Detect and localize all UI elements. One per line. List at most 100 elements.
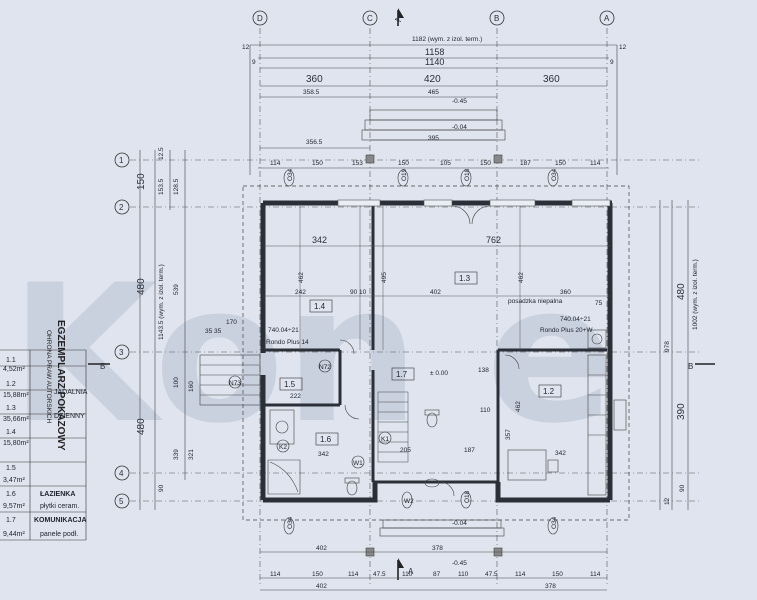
- radiator-spec-4: Rondo Plus 14: [266, 339, 309, 346]
- row-axis-bubbles: 1 2 3 4 5: [114, 152, 130, 509]
- axis-label-3: 3: [119, 348, 124, 357]
- dim-left-480: 480: [136, 278, 147, 295]
- dim-win-5: 105: [440, 160, 451, 167]
- dim-overall-insulated: 1182 (wym. z izol. term.): [412, 36, 482, 43]
- room-tag-1-3: 1.3: [459, 274, 471, 283]
- dim-90-10: 90 10: [350, 289, 367, 296]
- marker-w1: W1: [353, 460, 363, 467]
- dim-342: 342: [312, 235, 327, 245]
- dim-75: 75: [595, 300, 603, 307]
- stamp-header: EGZEMPLARZ POKAZOWY: [55, 320, 66, 451]
- axis-label-5: 5: [119, 497, 124, 506]
- dim-left-100: 100: [173, 377, 180, 388]
- top-dimension-lines: [249, 44, 618, 175]
- bottom-dimension-lines: [260, 551, 607, 591]
- stamp-subheader: OHRONA PRAW AUTORSKICH: [45, 330, 52, 423]
- dim-left-480b: 480: [136, 418, 147, 435]
- interior-doors: [339, 339, 520, 497]
- schedule-area-2: 15,88m²: [3, 392, 29, 399]
- room-tag-1-6: 1.6: [320, 435, 332, 444]
- bottom-window-row: 114 150 114 47.5 110 87 110 47.5 114 150…: [270, 571, 601, 578]
- column-axis-bubbles: D C B A: [252, 10, 615, 26]
- dim-bottom-8: 47.5: [485, 571, 498, 578]
- dim-462-kitchen: 462: [515, 401, 522, 412]
- dim-right-12: 12: [664, 497, 671, 505]
- dim-bay-mid: 420: [424, 74, 441, 85]
- dim-bottom-2: 150: [312, 571, 323, 578]
- room-tag-1-2: 1.2: [543, 387, 555, 396]
- dim-222: 222: [290, 393, 301, 400]
- schedule-name-7: KOMUNIKACJA: [34, 517, 87, 524]
- watermark: Kon e: [10, 244, 615, 465]
- schedule-floor-7: panele podł.: [40, 531, 78, 538]
- top-entry-steps: [361, 109, 506, 164]
- dim-205: 205: [400, 447, 411, 454]
- bathroom-fixtures: [267, 409, 440, 496]
- dim-bottom-5: 110: [402, 571, 413, 578]
- interior-dimension-lines: [263, 206, 610, 350]
- dim-outer-1158: 1158: [425, 47, 444, 57]
- marker-n73: N73: [229, 380, 241, 387]
- right-dimension-lines: [659, 200, 689, 510]
- schedule-area-6: 9,57m²: [3, 503, 25, 510]
- schedule-area-7: 9,44m²: [3, 531, 25, 538]
- axis-label-a: A: [604, 14, 610, 23]
- dim-right-90: 90: [679, 484, 686, 492]
- marker-w2: W2: [404, 498, 414, 505]
- room-tag-1-4: 1.4: [314, 302, 326, 311]
- schedule-num-1: 1.1: [6, 357, 16, 364]
- marker-k1: K1: [381, 436, 389, 443]
- marker-o19-top: O19: [401, 168, 408, 181]
- dim-right-390: 390: [676, 403, 687, 420]
- dim-360: 360: [560, 289, 571, 296]
- dim-342-kitchen: 342: [555, 450, 566, 457]
- axis-label-4: 4: [119, 469, 124, 478]
- dim-242: 242: [295, 289, 306, 296]
- marker-o34-bottom-left: O34: [287, 516, 294, 529]
- dim-left-321: 321: [188, 449, 195, 460]
- dim-bottom-1: 114: [270, 571, 281, 578]
- schedule-area-3: 35,66m²: [3, 416, 29, 423]
- schedule-name-6: ŁAZIENKA: [40, 491, 75, 498]
- dim-axis-1140: 1140: [425, 57, 444, 67]
- axis-label-1: 1: [119, 156, 124, 165]
- marker-o34-top-left: O34: [287, 168, 294, 181]
- dim-bottom-402: 402: [316, 545, 327, 552]
- dim-right-978: 978: [664, 341, 671, 352]
- top-window-row: 114 150 153 150 105 150 187 150 114: [270, 160, 601, 167]
- dim-bottom-378b: 378: [545, 583, 556, 590]
- axis-label-2: 2: [119, 203, 124, 212]
- dim-342-bath: 342: [318, 451, 329, 458]
- dim-left-160: 160: [188, 381, 195, 392]
- dim-bottom-7: 110: [458, 571, 469, 578]
- dim-left-153: 153.5: [158, 178, 165, 195]
- dim-win-3: 153: [352, 160, 363, 167]
- schedule-name-3: DZIENNY: [54, 413, 85, 420]
- section-marks: A A B B: [88, 8, 715, 580]
- entry-door: [451, 205, 491, 225]
- dim-358: 358.5: [303, 89, 320, 96]
- dim-left-170: 170: [226, 319, 237, 326]
- dim-edge-12-left: 12: [242, 44, 250, 51]
- dim-right-insul: 1002 (wym. z izol. term.): [692, 259, 699, 330]
- interior-walls: [263, 206, 607, 484]
- dim-edge-9-left: 9: [252, 59, 256, 66]
- dim-465: 465: [428, 89, 439, 96]
- schedule-area-4: 15,80m²: [3, 440, 29, 447]
- left-dimension-lines: [139, 150, 186, 510]
- level-1-7: ± 0.00: [430, 370, 448, 377]
- schedule-floor-6: płytki ceram.: [40, 503, 79, 510]
- row-axes: [130, 159, 700, 502]
- schedule-area-1: 4,52m²: [3, 366, 25, 373]
- dim-edge-9-right: 9: [610, 59, 614, 66]
- level-top: -0.45: [452, 98, 467, 105]
- dim-win-2: 150: [312, 160, 323, 167]
- exterior-walls: [260, 200, 613, 503]
- left-entry-steps: [199, 354, 261, 406]
- window-openings: [337, 199, 611, 207]
- schedule-num-5: 1.5: [6, 465, 16, 472]
- level-step: -0.04: [452, 124, 467, 131]
- dim-bottom-11: 114: [590, 571, 601, 578]
- dim-left-128: 128.5: [173, 178, 180, 195]
- dim-win-4: 150: [398, 160, 409, 167]
